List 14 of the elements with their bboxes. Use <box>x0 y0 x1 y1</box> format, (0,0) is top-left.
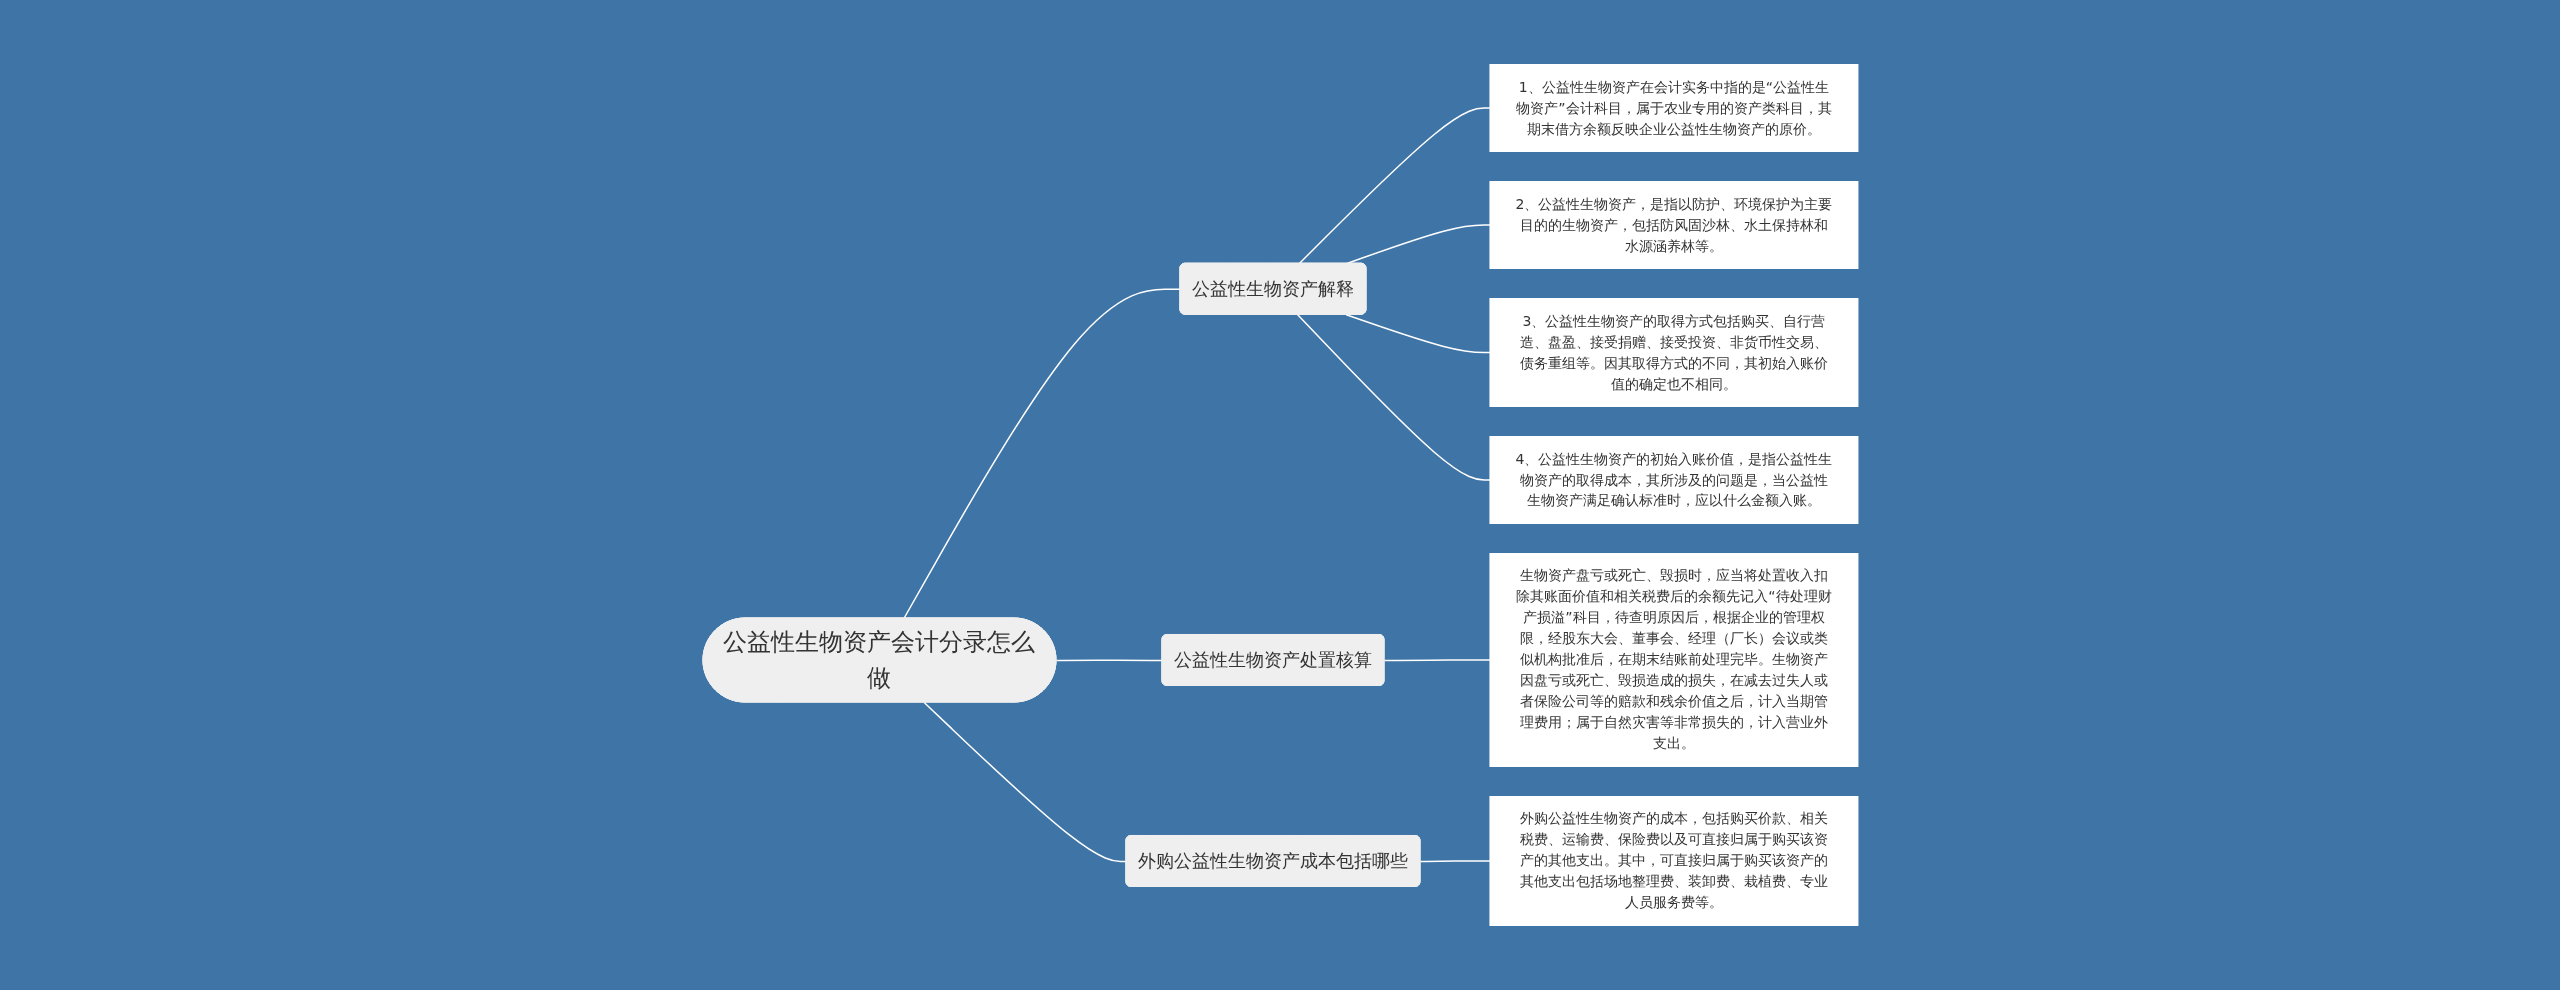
node-box: 4、公益性生物资产的初始入账价值，是指公益性生物资产的取得成本，其所涉及的问题是，当公益性生物资产满足确认标准时，应以什么金额入账。 <box>1488 436 1858 524</box>
node-box: 生物资产盘亏或死亡、毁损时，应当将处置收入扣除其账面价值和相关税费后的余额先记入“待处理财产损溢”科目，待查明原因后，根据企业的管理权限，经股东大会、董事会、经理（厂长）会议或类似机构批准后，在期末结账前处理完毕。生物资产因盘亏或死亡、毁损造成的损失，在减去过失人或者保险公司等的赔款和残余价值之后，计入当期管理费用；属于自然灾害等非常损失的，计入营业外支出。 <box>1488 553 1858 767</box>
connector <box>1055 659 1163 662</box>
node-box: 3、公益性生物资产的取得方式包括购买、自行营造、盘盈、接受捐赠、接受投资、非货币性交易、债务重组等。因其取得方式的不同，其初始入账价值的确定也不相同。 <box>1488 298 1858 407</box>
connector <box>902 288 1181 620</box>
connector <box>922 701 1127 863</box>
connector <box>1383 659 1491 662</box>
connector <box>1419 860 1491 863</box>
node-box: 2、公益性生物资产，是指以防护、环境保护为主要目的的生物资产，包括防风固沙林、水土保持林和水源涵养林等。 <box>1488 181 1858 269</box>
node-box: 外购公益性生物资产的成本，包括购买价款、相关税费、运输费、保险费以及可直接归属于购买该资产的其他支出。其中，可直接归属于购买该资产的其他支出包括场地整理费、装卸费、栽植费、专业人员服务费等。 <box>1488 796 1858 926</box>
connector <box>1345 314 1491 354</box>
connector <box>1297 107 1491 265</box>
connector <box>1296 314 1491 481</box>
node-box: 1、公益性生物资产在会计实务中指的是“公益性生物资产”会计科目，属于农业专用的资产类科目，其期末借方余额反映企业公益性生物资产的原价。 <box>1488 64 1858 152</box>
